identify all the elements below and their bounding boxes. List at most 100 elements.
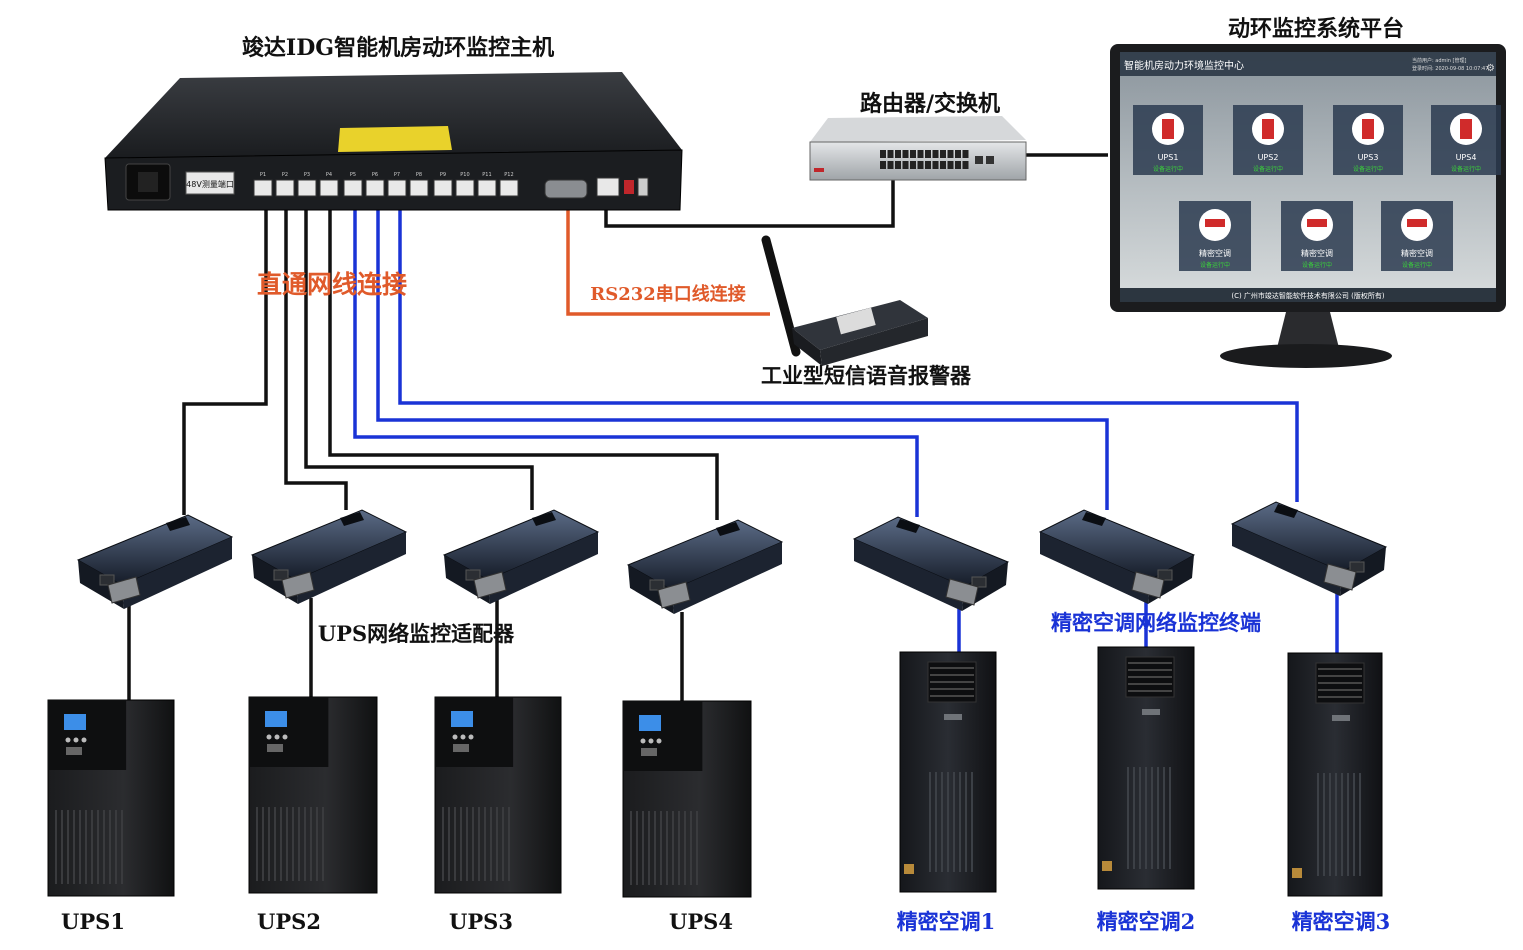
port-label: P2 <box>282 172 288 178</box>
screen-footer: (C) 广州市竣达智能软件技术有限公司 (版权所有) <box>1231 291 1385 300</box>
ups-adapter <box>626 519 784 614</box>
port-label: P3 <box>304 172 310 178</box>
wire-ups3 <box>304 195 534 510</box>
ethernet-port <box>499 179 519 197</box>
ethernet-port <box>409 179 429 197</box>
wires <box>127 153 1339 706</box>
wire-ups1 <box>182 195 268 515</box>
monitoring-host: 48V测量端口 P1 P2 P3 P4 P5 P6 P7 P8 P9 P10 P11 P12 <box>104 72 683 211</box>
device-labels: UPS1 UPS2 UPS3 UPS4 精密空调1 精密空调2 精密空调3 <box>61 909 1390 934</box>
wire-ac3 <box>398 195 1299 502</box>
ups-card-status: 设备运行中 <box>1353 165 1383 173</box>
ethernet-port <box>387 179 407 197</box>
ethernet-port <box>275 179 295 197</box>
wire-ups2 <box>284 195 348 510</box>
port-label: P6 <box>372 172 378 178</box>
ethernet-port <box>253 179 273 197</box>
port-label: P12 <box>504 172 513 178</box>
wire-ac1 <box>353 195 919 517</box>
ups-adapter <box>442 509 600 604</box>
wire-serial <box>566 202 770 316</box>
ethernet-port <box>365 179 385 197</box>
ethernet-port <box>297 179 317 197</box>
ethernet-port <box>477 179 497 197</box>
port-label: P7 <box>394 172 400 178</box>
port-label: P4 <box>326 172 332 178</box>
ac-terminal-label: 精密空调网络监控终端 <box>1051 610 1261 635</box>
ac-name-label: 精密空调2 <box>1097 909 1196 934</box>
ups-unit <box>248 696 378 894</box>
antenna-icon <box>761 235 801 357</box>
port-label: P11 <box>482 172 491 178</box>
adapters <box>76 501 1388 614</box>
screen-cards: UPS1设备运行中UPS2设备运行中UPS3设备运行中UPS4设备运行中精密空调… <box>1133 105 1501 271</box>
lcd-screen <box>64 714 86 730</box>
ethernet-port <box>343 179 363 197</box>
alarm-title: 工业型短信语音报警器 <box>761 363 972 388</box>
ac-terminal <box>1230 501 1388 596</box>
serial-connection-label: RS232串口线连接 <box>590 283 746 305</box>
port-label: P9 <box>440 172 446 178</box>
ups-unit <box>47 699 175 897</box>
ac-card-label: 精密空调 <box>1401 248 1433 258</box>
ups-card-status: 设备运行中 <box>1153 165 1183 173</box>
ac-card-label: 精密空调 <box>1199 248 1231 258</box>
port-label: P5 <box>350 172 356 178</box>
ac-devices <box>899 646 1383 897</box>
ups-adapter-label: UPS网络监控适配器 <box>318 621 515 646</box>
gear-icon[interactable]: ⚙ <box>1486 63 1495 74</box>
screen-user: 当前用户: admin [管理] <box>1412 57 1466 64</box>
direct-connection-label: 直通网线连接 <box>257 270 407 299</box>
screen-title: 智能机房动力环境监控中心 <box>1124 59 1244 72</box>
port-label: P1 <box>260 172 266 178</box>
wire-ups4 <box>328 195 719 520</box>
ac-card-status: 设备运行中 <box>1402 261 1432 269</box>
ethernet-port <box>433 179 453 197</box>
precision-ac-unit <box>899 651 997 893</box>
ups-name-label: UPS4 <box>669 909 733 934</box>
screen-time: 登录时间: 2020-09-08 10:07:47 <box>1412 65 1488 72</box>
router-switch <box>809 116 1027 181</box>
ac-name-label: 精密空调1 <box>897 909 996 934</box>
ac-card-status: 设备运行中 <box>1302 261 1332 269</box>
ups-card-label: UPS1 <box>1158 153 1179 162</box>
ups-adapter <box>250 509 408 604</box>
ethernet-port <box>455 179 475 197</box>
precision-ac-unit <box>1097 646 1195 890</box>
platform-title: 动环监控系统平台 <box>1228 16 1404 42</box>
ups-card-status: 设备运行中 <box>1451 165 1481 173</box>
ups-unit <box>434 696 562 894</box>
ac-card-status: 设备运行中 <box>1200 261 1230 269</box>
ethernet-port <box>319 179 339 197</box>
host-ports: P1 P2 P3 P4 P5 P6 P7 P8 P9 P10 P11 P12 <box>253 172 519 197</box>
ups-adapter <box>76 514 234 609</box>
ups-devices <box>47 696 752 898</box>
port-label: P8 <box>416 172 422 178</box>
host-port-label: 48V测量端口 <box>186 179 234 189</box>
ups-name-label: UPS2 <box>257 909 321 934</box>
ac-name-label: 精密空调3 <box>1292 909 1391 934</box>
ac-terminal <box>852 516 1010 611</box>
router-title: 路由器/交换机 <box>860 91 1000 117</box>
ups-unit <box>622 700 752 898</box>
button <box>624 180 634 194</box>
ups-card-label: UPS4 <box>1456 153 1477 162</box>
host-title: 竣达IDG智能机房动环监控主机 <box>242 35 554 61</box>
lcd-screen <box>639 715 661 731</box>
ups-name-label: UPS1 <box>61 909 125 934</box>
port-label: P10 <box>460 172 469 178</box>
usb-port <box>637 177 649 197</box>
ups-card-status: 设备运行中 <box>1253 165 1283 173</box>
ups-card-label: UPS2 <box>1258 153 1279 162</box>
lcd-screen <box>451 711 473 727</box>
lcd-screen <box>265 711 287 727</box>
sms-alarm-device <box>761 235 928 366</box>
precision-ac-unit <box>1287 652 1383 897</box>
ac-card-label: 精密空调 <box>1301 248 1333 258</box>
lan-port <box>596 177 620 197</box>
serial-port <box>544 179 588 199</box>
ups-name-label: UPS3 <box>449 909 513 934</box>
ac-terminal <box>1038 509 1196 604</box>
wire-ac2 <box>376 195 1109 510</box>
